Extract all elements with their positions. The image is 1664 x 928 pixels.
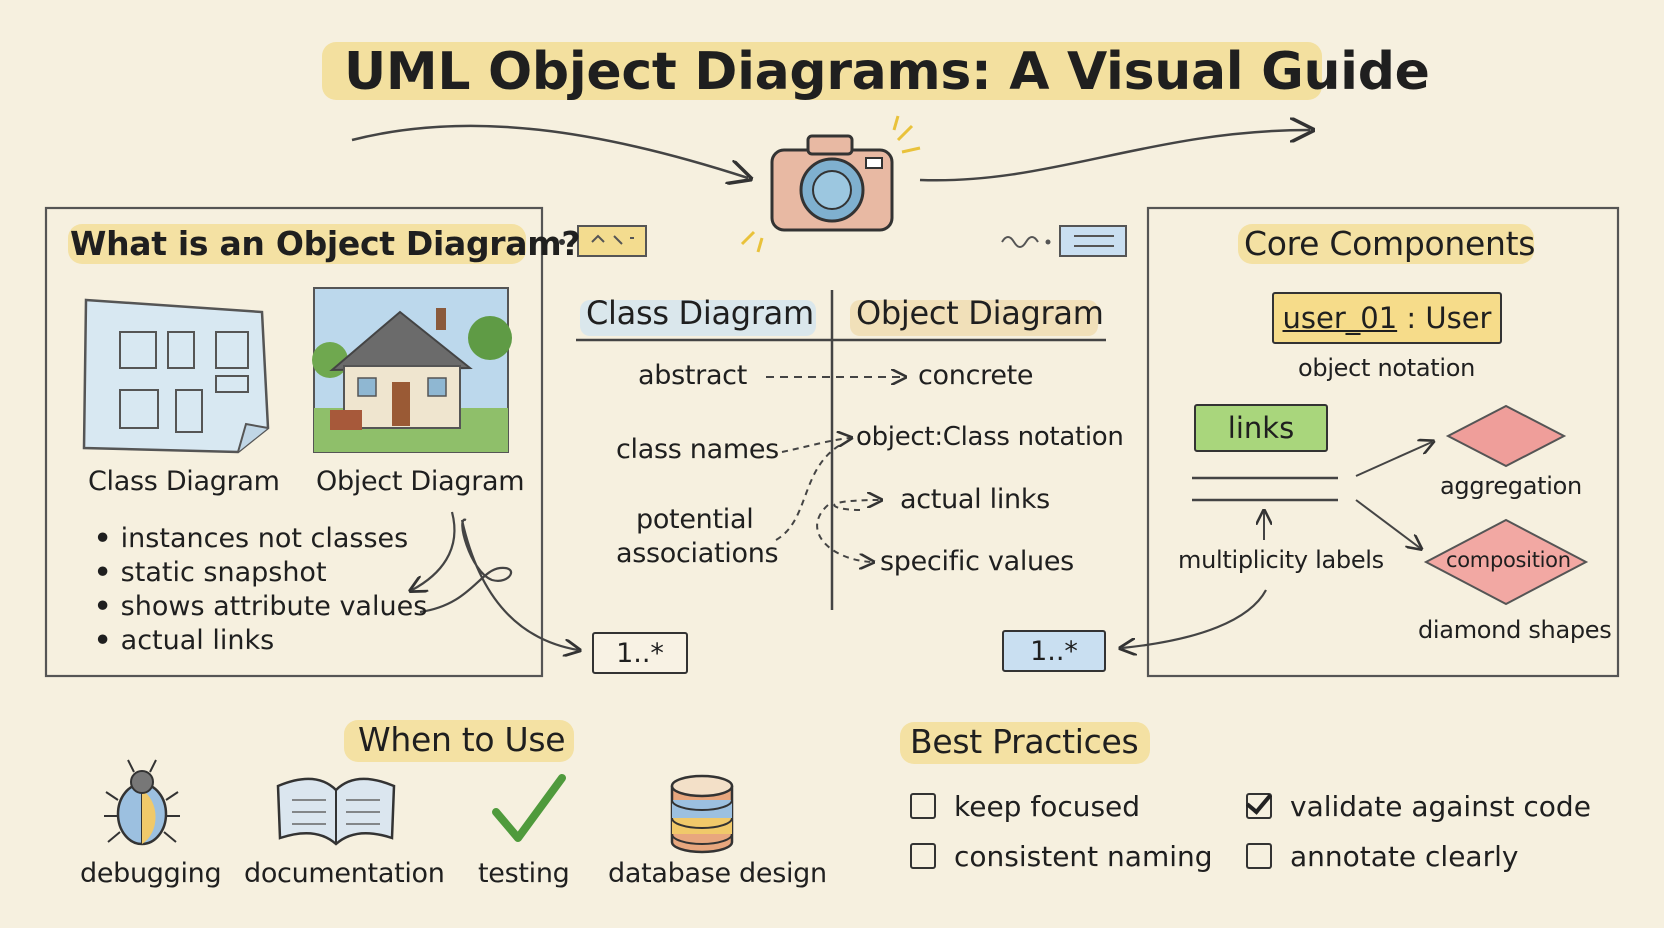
object-notation-caption: object notation — [1298, 354, 1476, 382]
link-loop-arrow — [419, 518, 578, 650]
title-highlight — [322, 42, 1322, 100]
doodle-left — [559, 225, 647, 257]
checkbox-unchecked[interactable] — [910, 843, 936, 869]
class-header-highlight — [580, 300, 816, 336]
multiplicity-labels-caption: multiplicity labels — [1178, 546, 1384, 574]
house-image — [312, 287, 512, 453]
core-highlight — [1238, 224, 1534, 264]
to-specific-values-arrow — [816, 504, 872, 562]
right-item-specific-values: specific values — [880, 546, 1074, 577]
left-item-abstract: abstract — [638, 360, 748, 391]
when-highlight — [344, 720, 574, 762]
class-diagram-caption: Class Diagram — [88, 466, 280, 497]
aggregation-diamond — [1445, 404, 1567, 468]
class-diagram-header: Class Diagram — [586, 294, 814, 332]
bullet-item: instances not classes — [94, 522, 427, 556]
what-is-heading: What is an Object Diagram? — [70, 224, 581, 263]
checkbox-unchecked[interactable] — [1246, 843, 1272, 869]
right-item-concrete: concrete — [918, 360, 1034, 391]
object-separator: : — [1397, 301, 1426, 335]
open-book-icon — [276, 777, 396, 846]
best-item-label: validate against code — [1290, 790, 1591, 823]
right-multiplicity-tag: 1..* — [1002, 630, 1106, 672]
composition-label: composition — [1446, 548, 1571, 572]
object-class: User — [1425, 301, 1492, 335]
top-right-swoosh-arrow — [919, 130, 1310, 182]
best-item-keep-focused[interactable]: keep focused — [910, 790, 1140, 823]
best-item-annotate[interactable]: annotate clearly — [1246, 840, 1518, 873]
right-item-actual-links: actual links — [900, 484, 1050, 515]
best-item-validate[interactable]: validate against code — [1246, 790, 1591, 823]
best-item-label: keep focused — [954, 790, 1141, 823]
checkbox-unchecked[interactable] — [910, 793, 936, 819]
page-title: UML Object Diagrams: A Visual Guide — [344, 42, 1430, 102]
when-item-database-design: database design — [608, 858, 827, 889]
to-composition-arrow — [1355, 499, 1420, 548]
object-diagram-caption: Object Diagram — [316, 466, 525, 497]
best-item-consistent-naming[interactable]: consistent naming — [910, 840, 1213, 873]
what-is-bullets: instances not classes static snapshot sh… — [94, 522, 428, 658]
core-components-panel — [1146, 206, 1620, 678]
database-icon — [670, 774, 734, 854]
bug-icon — [104, 759, 180, 846]
right-item-notation: object:Class notation — [856, 422, 1124, 452]
when-heading: When to Use — [358, 720, 566, 759]
object-notation-box: user_01 : User — [1272, 292, 1502, 344]
best-highlight — [900, 722, 1150, 764]
what-is-panel — [44, 206, 544, 678]
core-heading: Core Components — [1244, 224, 1536, 263]
when-item-testing: testing — [478, 858, 570, 889]
when-item-debugging: debugging — [80, 858, 222, 889]
left-item-associations: associations — [616, 538, 779, 569]
blueprint-icon — [82, 298, 270, 454]
associations-to-values-arrow — [775, 444, 841, 541]
bullet-item: actual links — [94, 624, 427, 658]
best-item-label: annotate clearly — [1290, 840, 1519, 873]
camera-icon — [740, 115, 921, 253]
classnames-to-notation-arrow — [781, 438, 850, 453]
to-aggregation-arrow — [1355, 442, 1432, 477]
object-header-highlight — [850, 300, 1098, 336]
left-item-potential: potential — [636, 504, 754, 535]
what-is-highlight — [68, 224, 526, 264]
left-multiplicity-tag: 1..* — [592, 632, 688, 674]
diamond-shapes-caption: diamond shapes — [1418, 616, 1612, 644]
links-box: links — [1194, 404, 1328, 452]
doodle-right — [1001, 225, 1127, 257]
multiplicity-to-tag-arrow — [1122, 589, 1267, 648]
left-item-class-names: class names — [616, 434, 779, 465]
when-item-documentation: documentation — [244, 858, 445, 889]
best-heading: Best Practices — [910, 722, 1139, 761]
best-item-label: consistent naming — [954, 840, 1213, 873]
object-diagram-header: Object Diagram — [856, 294, 1104, 332]
top-left-swoosh-arrow — [351, 124, 748, 178]
bullet-item: static snapshot — [94, 556, 427, 590]
aggregation-caption: aggregation — [1440, 472, 1582, 500]
composition-diamond — [1423, 518, 1589, 606]
to-actual-links-arrow — [833, 500, 880, 511]
object-name: user_01 — [1282, 301, 1398, 335]
checkmark-icon — [492, 774, 566, 842]
bullet-item: shows attribute values — [94, 590, 428, 624]
checkbox-checked[interactable] — [1246, 793, 1272, 819]
